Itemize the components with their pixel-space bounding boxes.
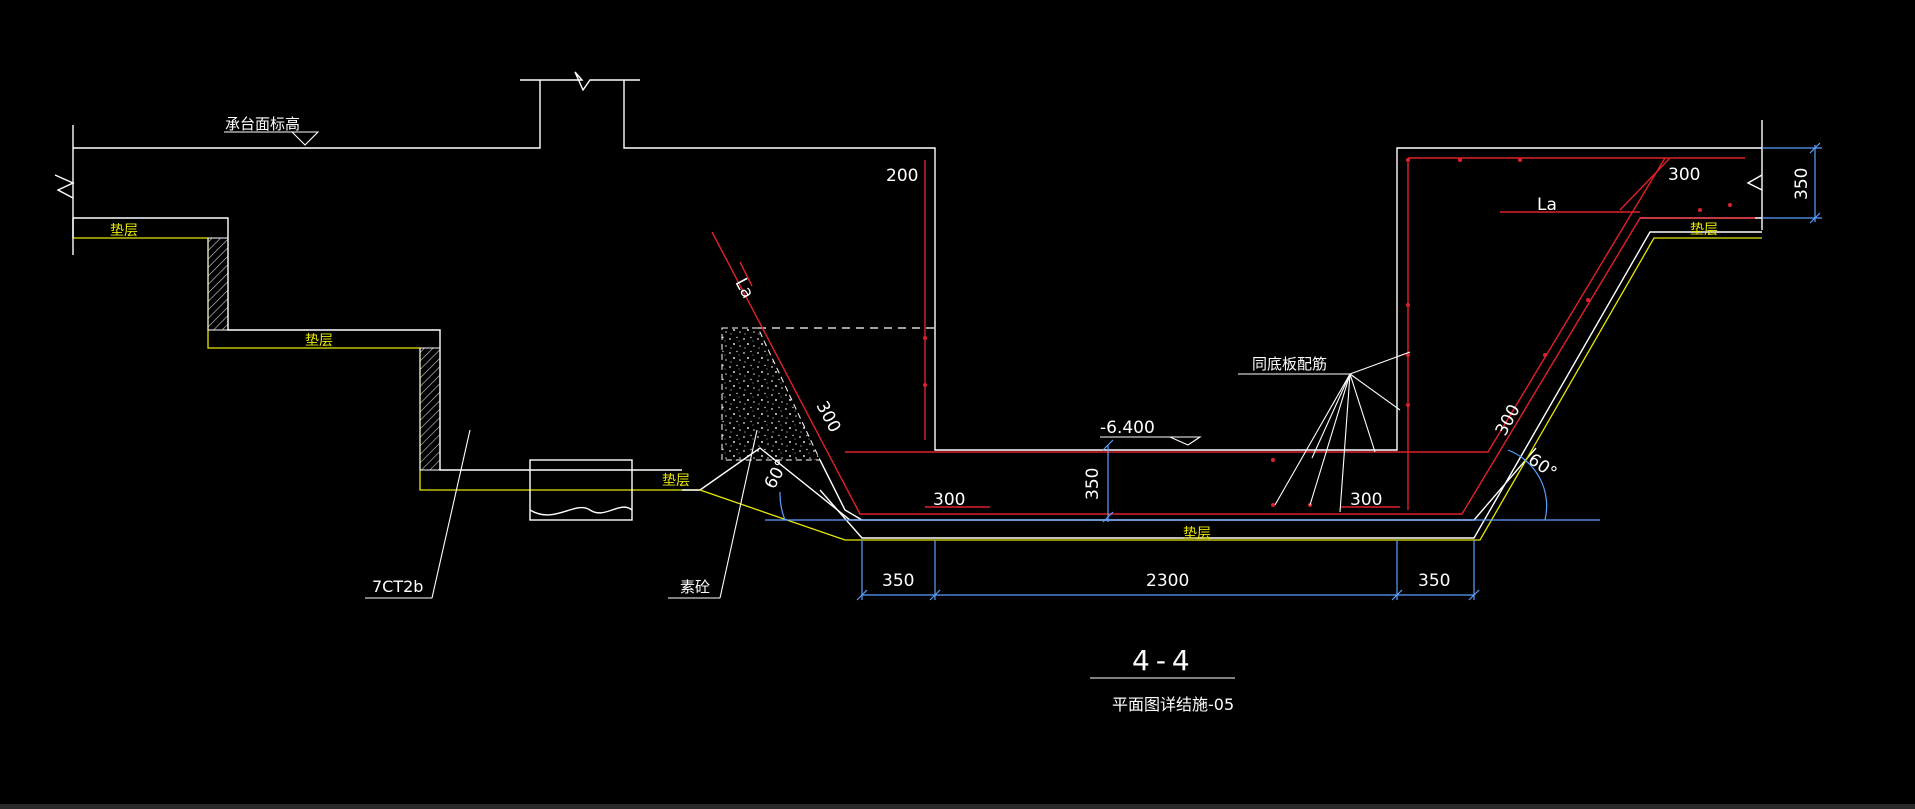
plain-concrete-wedge bbox=[721, 327, 935, 461]
leader-lines bbox=[224, 131, 1411, 679]
dim-300-bottom-left: 300 bbox=[933, 490, 965, 510]
dim-350-pit-depth: 350 bbox=[1083, 468, 1103, 500]
cad-status-strip bbox=[0, 804, 1915, 809]
dim-300-bottom-right: 300 bbox=[1350, 490, 1382, 510]
angle-left: 60° bbox=[761, 456, 793, 492]
cushion-label-4: 垫层 bbox=[1183, 526, 1211, 542]
anchor-label-right: La bbox=[1537, 195, 1557, 215]
pit-cushion bbox=[699, 237, 1762, 541]
rebar-dots bbox=[923, 158, 1732, 507]
span-right: 350 bbox=[1418, 571, 1450, 591]
span-mid: 2300 bbox=[1146, 571, 1189, 591]
cap-elevation-label: 承台面标高 bbox=[225, 115, 300, 133]
dim-300-slope-right: 300 bbox=[1492, 401, 1525, 439]
same-rebar-label: 同底板配筋 bbox=[1252, 355, 1327, 373]
dim-200: 200 bbox=[886, 166, 918, 186]
section-title: 4-4 bbox=[1132, 644, 1196, 677]
pile-label: 7CT2b bbox=[372, 577, 423, 596]
stepped-cushion-left bbox=[72, 217, 700, 491]
rebar-lines bbox=[711, 157, 1755, 515]
section-subtitle: 平面图详结施-05 bbox=[1112, 695, 1234, 714]
dim-350-right: 350 bbox=[1792, 168, 1812, 200]
plain-concrete-label: 素砼 bbox=[680, 578, 710, 596]
cushion-label-1: 垫层 bbox=[110, 223, 138, 239]
cushion-label-5: 垫层 bbox=[1690, 222, 1718, 238]
dimension-lines bbox=[765, 142, 1822, 601]
span-left: 350 bbox=[882, 571, 914, 591]
dim-300-top-right: 300 bbox=[1668, 165, 1700, 185]
elevation-label: -6.400 bbox=[1100, 418, 1155, 438]
pile-symbol bbox=[529, 459, 633, 521]
anchor-label-left: La bbox=[731, 275, 758, 302]
cap-outline bbox=[54, 71, 1763, 451]
cushion-label-2: 垫层 bbox=[305, 333, 333, 349]
cushion-label-3: 垫层 bbox=[662, 473, 690, 489]
